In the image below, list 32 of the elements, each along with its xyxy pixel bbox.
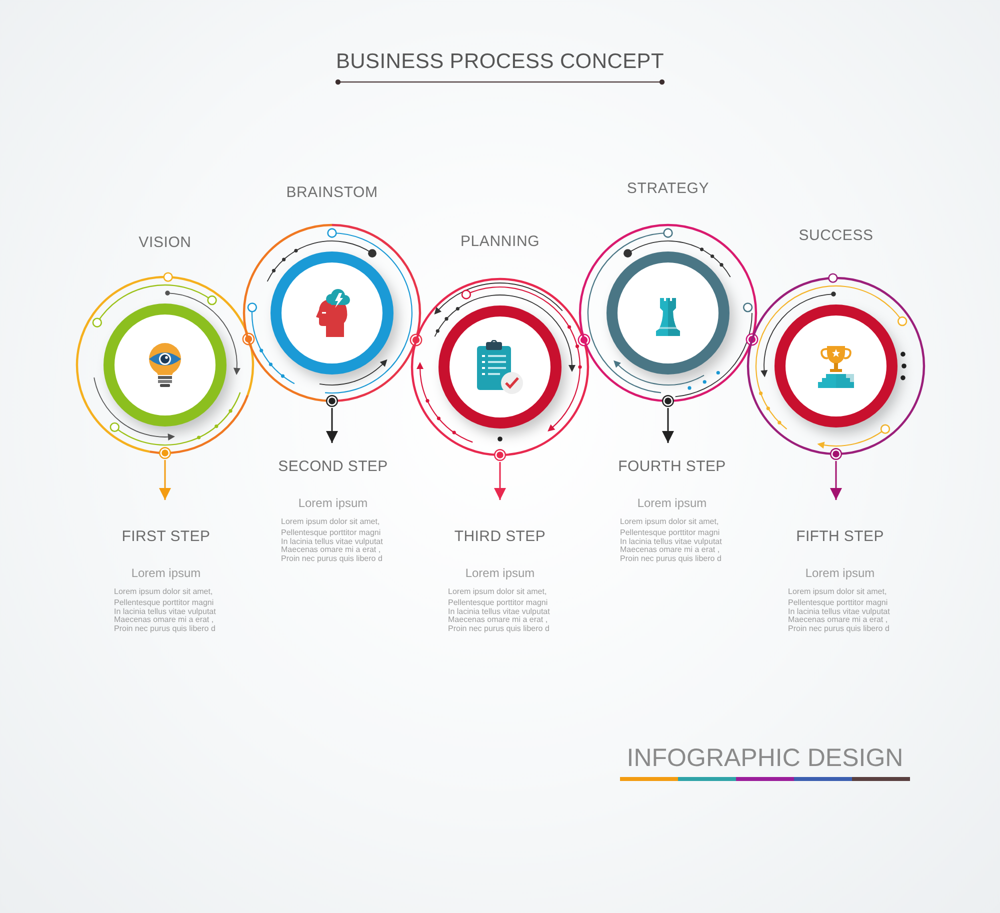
stage-label: PLANNING — [460, 233, 540, 251]
step-heading: SECOND STEP — [278, 458, 388, 476]
body-text: Lorem ipsum dolor sit amet, — [788, 587, 888, 596]
step-heading: FIFTH STEP — [796, 528, 884, 546]
body-text: Pellentesque porttitor magni In lacinia tellus vitae vulputat Maecenas omare mi a erat , Proin nec purus quis libero d — [788, 599, 891, 634]
body-text: Lorem ipsum dolor sit amet, — [620, 517, 720, 526]
step-subtitle: Lorem ipsum — [465, 566, 535, 580]
arrow — [662, 408, 674, 443]
arrow — [326, 408, 338, 443]
step-subtitle: Lorem ipsum — [131, 566, 201, 580]
step-heading: FIRST STEP — [122, 528, 210, 546]
stage-label: SUCCESS — [798, 227, 874, 245]
step-subtitle: Lorem ipsum — [637, 496, 707, 510]
body-text: Lorem ipsum dolor sit amet, — [281, 517, 381, 526]
body-text: Pellentesque porttitor magni In lacinia tellus vitae vulputat Maecenas omare mi a erat , Proin nec purus quis libero d — [448, 599, 551, 634]
body-text: Lorem ipsum dolor sit amet, — [448, 587, 548, 596]
step-subtitle: Lorem ipsum — [805, 566, 875, 580]
step-subtitle: Lorem ipsum — [298, 496, 368, 510]
body-text: Lorem ipsum dolor sit amet, — [114, 587, 214, 596]
stage-label: BRAINSTOM — [286, 184, 378, 202]
step-heading: FOURTH STEP — [618, 458, 726, 476]
body-text: Pellentesque porttitor magni In lacinia tellus vitae vulputat Maecenas omare mi a erat , Proin nec purus quis libero d — [281, 529, 384, 564]
body-text: Pellentesque porttitor magni In lacinia tellus vitae vulputat Maecenas omare mi a erat , Proin nec purus quis libero d — [620, 529, 723, 564]
arrow — [494, 462, 506, 500]
step-heading: THIRD STEP — [454, 528, 546, 546]
stage-label: STRATEGY — [626, 180, 710, 198]
body-text: Pellentesque porttitor magni In lacinia tellus vitae vulputat Maecenas omare mi a erat , Proin nec purus quis libero d — [114, 599, 217, 634]
arrow — [830, 461, 842, 500]
stage-label: VISION — [138, 234, 192, 252]
arrow — [159, 460, 171, 500]
title: BUSINESS PROCESS CONCEPT — [336, 50, 664, 74]
caption: INFOGRAPHIC DESIGN — [626, 744, 904, 772]
